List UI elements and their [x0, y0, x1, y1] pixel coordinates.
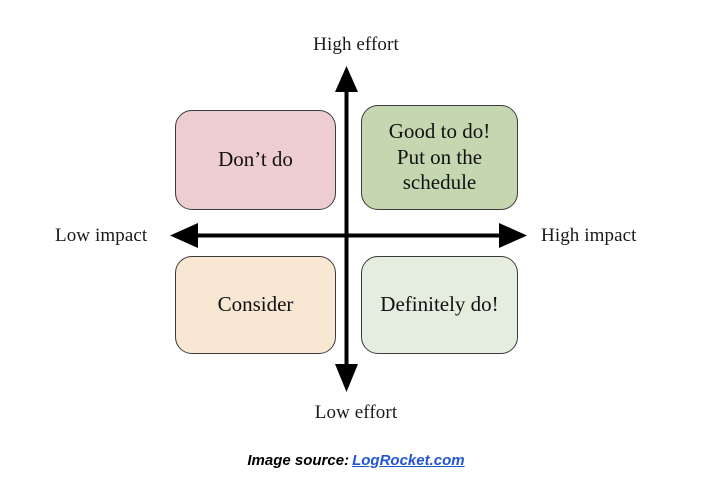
- arrowhead-up: [335, 66, 358, 92]
- quadrant-dont-do-label: Don’t do: [218, 147, 293, 172]
- quadrant-consider: Consider: [175, 256, 336, 354]
- arrowhead-right: [499, 223, 527, 248]
- attribution-prefix: Image source:: [247, 452, 350, 469]
- arrowhead-left: [170, 223, 198, 248]
- quadrant-consider-label: Consider: [217, 292, 294, 317]
- axis-label-low-effort: Low effort: [314, 402, 398, 423]
- quadrant-definitely-do-label: Definitely do!: [380, 292, 499, 317]
- arrowhead-down: [335, 364, 358, 392]
- attribution: Image source:LogRocket.com: [0, 452, 712, 469]
- quadrant-definitely-do: Definitely do!: [361, 256, 518, 354]
- axis-label-high-effort: High effort: [313, 34, 399, 55]
- attribution-link[interactable]: LogRocket.com: [352, 452, 465, 469]
- axis-label-low-impact: Low impact: [55, 225, 148, 246]
- quadrant-dont-do: Don’t do: [175, 110, 336, 210]
- axis-label-high-impact: High impact: [541, 225, 637, 246]
